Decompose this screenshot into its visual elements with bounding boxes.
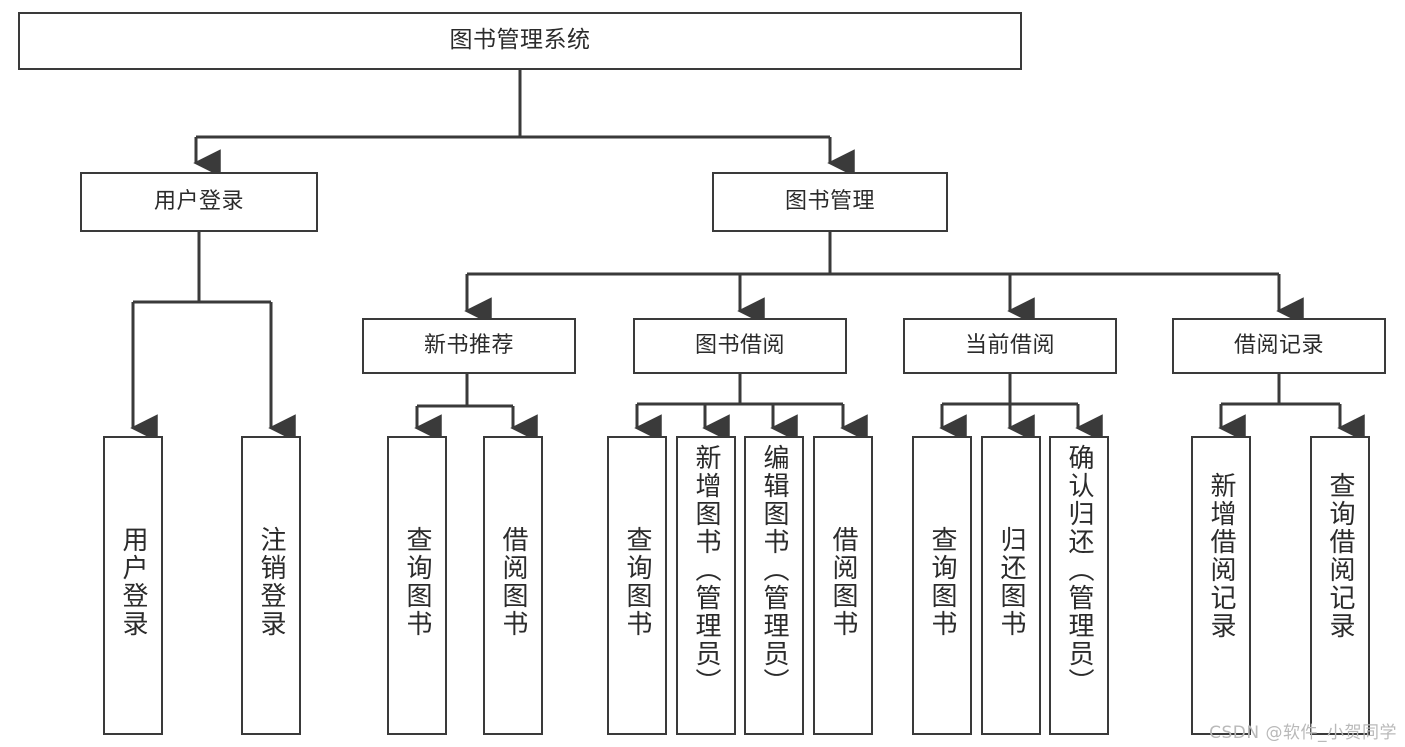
leaf-add-book-admin[interactable]: 新增图书（管理员） <box>676 436 736 735</box>
node-current-borrow-label: 当前借阅 <box>964 332 1055 358</box>
node-root-label: 图书管理系统 <box>449 27 591 54</box>
leaf-add-borrow-record[interactable]: 新增借阅记录 <box>1191 436 1251 735</box>
leaf-query-book-current-label: 查询图书 <box>927 526 957 638</box>
leaf-borrow-book-borrow-label: 借阅图书 <box>828 526 858 638</box>
leaf-return-book-label: 归还图书 <box>996 526 1026 638</box>
node-book-management-label: 图书管理 <box>784 188 875 214</box>
node-borrow-record-label: 借阅记录 <box>1233 332 1324 358</box>
leaf-query-borrow-record-label: 查询借阅记录 <box>1325 472 1355 640</box>
leaf-query-book-borrow[interactable]: 查询图书 <box>607 436 667 735</box>
leaf-edit-book-admin-label: 编辑图书（管理员） <box>759 444 789 696</box>
leaf-edit-book-admin[interactable]: 编辑图书（管理员） <box>744 436 804 735</box>
leaf-query-borrow-record[interactable]: 查询借阅记录 <box>1310 436 1370 735</box>
node-book-borrow[interactable]: 图书借阅 <box>633 318 847 374</box>
leaf-add-book-admin-label: 新增图书（管理员） <box>691 444 721 696</box>
node-user-login[interactable]: 用户登录 <box>80 172 318 232</box>
leaf-user-login-label: 用户登录 <box>118 526 148 638</box>
leaf-query-book-current[interactable]: 查询图书 <box>912 436 972 735</box>
leaf-confirm-return-admin[interactable]: 确认归还（管理员） <box>1049 436 1109 735</box>
node-current-borrow[interactable]: 当前借阅 <box>903 318 1117 374</box>
node-root[interactable]: 图书管理系统 <box>18 12 1022 70</box>
node-new-book-recommend[interactable]: 新书推荐 <box>362 318 576 374</box>
node-borrow-record[interactable]: 借阅记录 <box>1172 318 1386 374</box>
leaf-borrow-book-newbook[interactable]: 借阅图书 <box>483 436 543 735</box>
leaf-logout-label: 注销登录 <box>256 526 286 638</box>
node-user-login-label: 用户登录 <box>153 188 244 214</box>
leaf-borrow-book-borrow[interactable]: 借阅图书 <box>813 436 873 735</box>
node-new-book-recommend-label: 新书推荐 <box>423 332 514 358</box>
leaf-logout[interactable]: 注销登录 <box>241 436 301 735</box>
leaf-return-book[interactable]: 归还图书 <box>981 436 1041 735</box>
leaf-query-book-borrow-label: 查询图书 <box>622 526 652 638</box>
node-book-management[interactable]: 图书管理 <box>712 172 948 232</box>
leaf-confirm-return-admin-label: 确认归还（管理员） <box>1064 444 1094 696</box>
leaf-borrow-book-newbook-label: 借阅图书 <box>498 526 528 638</box>
leaf-query-book-newbook-label: 查询图书 <box>402 526 432 638</box>
watermark-text: CSDN @软件_小贺同学 <box>1209 723 1397 743</box>
node-book-borrow-label: 图书借阅 <box>694 332 785 358</box>
leaf-query-book-newbook[interactable]: 查询图书 <box>387 436 447 735</box>
leaf-add-borrow-record-label: 新增借阅记录 <box>1206 472 1236 640</box>
leaf-user-login[interactable]: 用户登录 <box>103 436 163 735</box>
